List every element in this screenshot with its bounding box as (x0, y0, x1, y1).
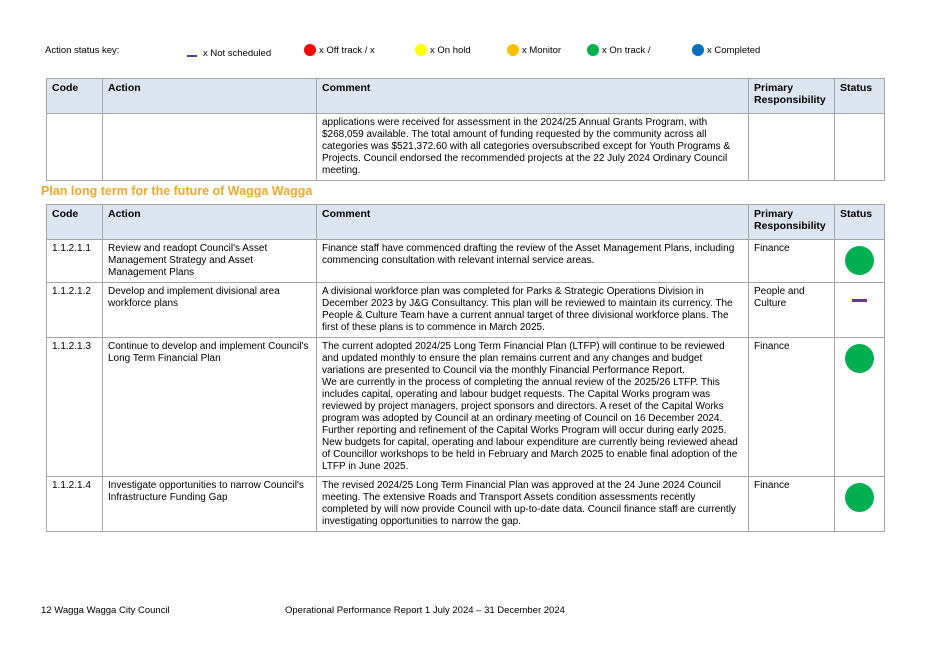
column-header-responsibility: Primary Responsibility (748, 204, 835, 240)
legend-item-not-scheduled: x Not scheduled (187, 44, 271, 59)
blue-dot-icon (692, 44, 704, 56)
row-comment: The revised 2024/25 Long Term Financial … (316, 476, 749, 532)
row-code: 1.1.2.1.1 (46, 239, 103, 283)
column-header-code: Code (46, 78, 103, 114)
column-header-comment: Comment (316, 78, 749, 114)
red-dot-icon (304, 44, 316, 56)
column-header-comment: Comment (316, 204, 749, 240)
row-status (834, 239, 885, 283)
legend-label: x Monitor (522, 44, 562, 56)
table-row: 1.1.2.1.3 Continue to develop and implem… (46, 337, 885, 477)
yellow-dot-icon (415, 44, 427, 56)
row-code: 1.1.2.1.4 (46, 476, 103, 532)
footer-page-info: 12 Wagga Wagga City Council (41, 605, 170, 616)
legend-label: x On hold (430, 44, 471, 56)
on-track-status-icon (845, 246, 874, 275)
row-status (834, 282, 885, 338)
row-code: 1.1.2.1.3 (46, 337, 103, 477)
row-responsibility: Finance (748, 239, 835, 283)
table-row: 1.1.2.1.2 Develop and implement division… (46, 282, 885, 338)
row-status (834, 337, 885, 477)
legend-item-on-hold: x On hold (415, 44, 471, 56)
legend-label: x Not scheduled (203, 48, 272, 59)
row-action: Develop and implement divisional area wo… (102, 282, 317, 338)
not-scheduled-dash-icon (187, 54, 197, 57)
column-header-responsibility: Primary Responsibility (748, 78, 835, 114)
column-header-action: Action (102, 78, 317, 114)
continuation-table: Code Action Comment Primary Responsibili… (46, 78, 885, 181)
table-row: 1.1.2.1.4 Investigate opportunities to n… (46, 476, 885, 532)
continuation-comment: applications were received for assessmen… (316, 113, 749, 181)
legend-item-off-track: x Off track / x (304, 44, 375, 56)
legend-item-monitor: x Monitor (507, 44, 561, 56)
table-header-row: Code Action Comment Primary Responsibili… (46, 78, 885, 114)
row-action: Investigate opportunities to narrow Coun… (102, 476, 317, 532)
green-dot-icon (587, 44, 599, 56)
not-scheduled-status-icon (852, 299, 867, 302)
legend-title: Action status key: (45, 45, 120, 56)
row-responsibility: People and Culture (748, 282, 835, 338)
table-header-row: Code Action Comment Primary Responsibili… (46, 204, 885, 240)
table-row: applications were received for assessmen… (46, 113, 885, 181)
footer-report-title: Operational Performance Report 1 July 20… (285, 605, 565, 616)
legend-item-on-track: x On track / (587, 44, 651, 56)
row-comment: The current adopted 2024/25 Long Term Fi… (316, 337, 749, 477)
row-responsibility: Finance (748, 476, 835, 532)
row-comment: A divisional workforce plan was complete… (316, 282, 749, 338)
amber-dot-icon (507, 44, 519, 56)
column-header-action: Action (102, 204, 317, 240)
row-action: Continue to develop and implement Counci… (102, 337, 317, 477)
legend-label: x Off track / x (319, 44, 375, 56)
actions-table: Code Action Comment Primary Responsibili… (46, 204, 885, 532)
status-legend: Action status key: x Not scheduled x Off… (45, 44, 865, 60)
column-header-status: Status (834, 78, 885, 114)
column-header-status: Status (834, 204, 885, 240)
row-responsibility: Finance (748, 337, 835, 477)
section-heading: Plan long term for the future of Wagga W… (41, 184, 313, 198)
column-header-code: Code (46, 204, 103, 240)
on-track-status-icon (845, 483, 874, 512)
table-row: 1.1.2.1.1 Review and readopt Council's A… (46, 239, 885, 283)
row-code: 1.1.2.1.2 (46, 282, 103, 338)
legend-label: x On track / (602, 44, 651, 56)
row-status (834, 476, 885, 532)
row-comment: Finance staff have commenced drafting th… (316, 239, 749, 283)
on-track-status-icon (845, 344, 874, 373)
row-action: Review and readopt Council's Asset Manag… (102, 239, 317, 283)
legend-label: x Completed (707, 44, 761, 56)
legend-item-completed: x Completed (692, 44, 760, 56)
